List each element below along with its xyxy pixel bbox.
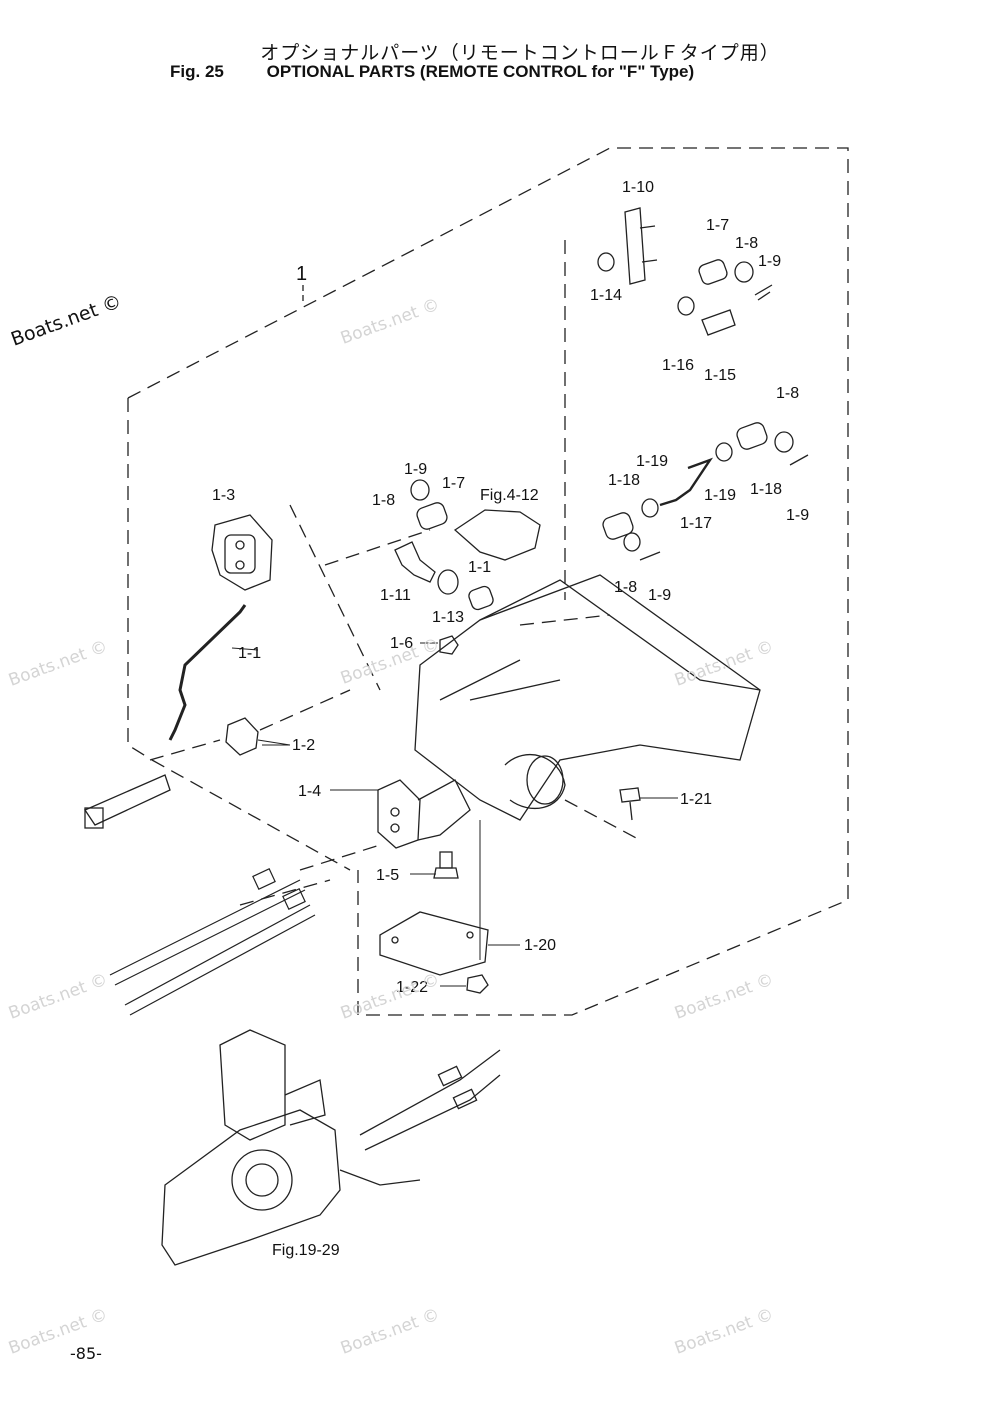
callout-1-18: 1-18 xyxy=(750,481,782,498)
callout-1-9: 1-9 xyxy=(758,253,781,270)
bolt-1-15 xyxy=(701,309,736,336)
page-number: -85- xyxy=(70,1344,102,1363)
bolt-1-5 xyxy=(433,851,459,879)
collar-1-18a xyxy=(602,512,634,540)
callout-1-1: 1-1 xyxy=(238,645,261,662)
title-japanese: オプショナルパーツ（リモートコントロールＦタイプ用） xyxy=(260,42,780,64)
nut-1-6 xyxy=(439,635,459,655)
ref-fig-19-29: Fig.19-29 xyxy=(272,1242,340,1259)
callout-1-20: 1-20 xyxy=(524,937,556,954)
assembly-label: 1 xyxy=(296,263,307,285)
link-plate-1-10 xyxy=(624,207,658,285)
callout-1-13: 1-13 xyxy=(432,609,464,626)
rod-1-1 xyxy=(168,604,247,741)
washer-1-8a xyxy=(734,261,754,283)
callout-1-15: 1-15 xyxy=(704,367,736,384)
callout-1-6: 1-6 xyxy=(390,635,413,652)
callout-1-8: 1-8 xyxy=(735,235,758,252)
callout-1-2: 1-2 xyxy=(292,737,315,754)
figure-title: Fig. 25 OPTIONAL PARTS (REMOTE CONTROL f… xyxy=(170,62,694,82)
clip-1-9b xyxy=(789,454,809,466)
bushing-1-1 xyxy=(468,585,494,611)
clip-1-9c xyxy=(639,551,661,561)
washer-1-8b xyxy=(774,431,794,453)
gasket-1-3 xyxy=(211,514,273,591)
callout-1-11: 1-11 xyxy=(380,587,411,604)
rod-1-17 xyxy=(659,457,714,507)
nut-1-19a xyxy=(715,442,733,462)
bolt-1-21 xyxy=(619,787,641,821)
callout-1-18-left: 1-18 xyxy=(608,472,640,489)
assembly-boundary xyxy=(127,147,849,1016)
cables xyxy=(109,868,316,1016)
callout-1-22: 1-22 xyxy=(396,979,428,996)
callout-1-16: 1-16 xyxy=(662,357,694,374)
bracket-1-4 xyxy=(377,779,471,849)
callout-1-10: 1-10 xyxy=(622,179,654,196)
clip-1-9a xyxy=(754,284,773,301)
mounting-bracket xyxy=(414,574,761,821)
collar-1-18b xyxy=(736,422,768,450)
callout-1-4: 1-4 xyxy=(298,783,321,800)
collar-1-7b xyxy=(416,502,448,530)
callout-1-14: 1-14 xyxy=(590,287,622,304)
ref-part-fig4-12 xyxy=(453,509,541,561)
callout-1-9-mid: 1-9 xyxy=(648,587,671,604)
spacer-1-13 xyxy=(437,569,459,595)
callout-1-19-top: 1-19 xyxy=(636,453,668,470)
plate-1-20 xyxy=(379,911,489,976)
callout-1-21: 1-21 xyxy=(680,791,712,808)
callout-1-7-left: 1-7 xyxy=(442,475,465,492)
ref-fig-4-12: Fig.4-12 xyxy=(480,487,539,504)
bolt-1-11 xyxy=(394,541,436,583)
callout-1-9-left: 1-9 xyxy=(404,461,427,478)
washer-1-16 xyxy=(677,296,695,316)
washer-1-14 xyxy=(597,252,615,272)
callout-1-19: 1-19 xyxy=(704,487,736,504)
cable-end xyxy=(84,774,171,829)
callout-1-8-right: 1-8 xyxy=(776,385,799,402)
washer-1-8d xyxy=(410,479,430,501)
callout-1-5: 1-5 xyxy=(376,867,399,884)
collar-1-7a xyxy=(698,259,728,285)
washer-1-8c xyxy=(623,532,641,552)
callout-1-1-upper: 1-1 xyxy=(468,559,491,576)
figure-number: Fig. 25 xyxy=(170,62,224,81)
callout-1-17: 1-17 xyxy=(680,515,712,532)
callout-1-8-left: 1-8 xyxy=(372,492,395,509)
nut-1-22 xyxy=(466,974,489,994)
figure-caption: OPTIONAL PARTS (REMOTE CONTROL for "F" T… xyxy=(266,62,695,81)
callout-1-3: 1-3 xyxy=(212,487,235,504)
nut-1-19b xyxy=(641,498,659,518)
callout-1-8-mid: 1-8 xyxy=(614,579,637,596)
callout-1-9-right: 1-9 xyxy=(786,507,809,524)
remote-control-box xyxy=(161,1029,501,1266)
grommet-1-2 xyxy=(225,717,291,756)
callout-1-7: 1-7 xyxy=(706,217,729,234)
